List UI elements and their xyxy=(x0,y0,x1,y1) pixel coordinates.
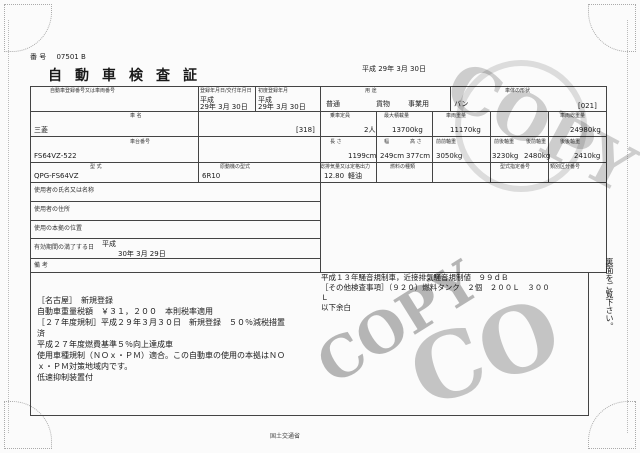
label-width: 幅 xyxy=(384,139,390,145)
label-max-load: 最大積載量 xyxy=(384,113,410,119)
reg-date-era: 平成 xyxy=(200,96,214,104)
label-usage: 用 途 xyxy=(365,88,377,94)
rear-rear-axle-value: 2410kg xyxy=(574,152,601,160)
label-front-front-axle: 前前軸重 xyxy=(436,139,457,145)
label-length: 長 さ xyxy=(330,139,342,145)
label-reg-date: 登録年月日/交付年月日 xyxy=(200,88,252,94)
remark-line: ｘ・ＰＭ対策地域内です。 xyxy=(37,362,133,371)
label-remarks: 備 考 xyxy=(34,262,48,269)
seal-stamp xyxy=(455,60,587,192)
remark-line: 平成１３年騒音規制車，近接排気騒音規制値 ９９ｄＢ xyxy=(321,273,509,282)
max-load-value: 13700kg xyxy=(392,126,423,134)
see-reverse-note: 裏面をご覧下さい。 xyxy=(605,258,614,330)
capacity-value: 2人 xyxy=(364,126,376,134)
label-chassis: 車台番号 xyxy=(130,139,151,145)
label-reg-number: 自動車登録番号又は車両番号 xyxy=(50,88,116,94)
remark-line: ［名古屋］ 新規登録 xyxy=(37,296,113,305)
label-first-reg: 初度登録年月 xyxy=(258,88,289,94)
label-model: 型 式 xyxy=(90,164,102,170)
issue-date: 平成 29年 3月 30日 xyxy=(362,65,426,73)
body-shape-code: [021] xyxy=(578,102,597,110)
remark-line: Ｌ xyxy=(321,293,329,302)
label-owner-name: 使用者の氏名又は名称 xyxy=(34,187,95,194)
front-front-axle-value: 3050kg xyxy=(436,152,463,160)
remark-line: 以下余白 xyxy=(321,303,351,312)
remark-line: ［２７年度規制］平成２９年３月３０日 新規登録 ５０％減税措置 xyxy=(37,318,285,327)
model-value: QPG-FS64VZ xyxy=(34,172,79,180)
label-fuel: 燃料の種類 xyxy=(390,164,416,170)
maker-code: [318] xyxy=(296,126,315,134)
label-owner-address: 使用者の住所 xyxy=(34,206,71,213)
maker-value: 三菱 xyxy=(34,126,48,134)
remark-line: 済 xyxy=(37,329,45,338)
remark-line: 自動車重量税額 ￥３１，２００ 本則税率適用 xyxy=(37,307,213,316)
expiry-era: 平成 xyxy=(102,240,116,248)
usage-value: 貨物 xyxy=(376,100,390,108)
label-height: 高 さ xyxy=(410,139,422,145)
remark-line: 平成２７年度燃費基準５％向上達成車 xyxy=(37,340,173,349)
label-capacity: 乗車定員 xyxy=(330,113,351,119)
side-border xyxy=(627,20,632,433)
label-maker: 車 名 xyxy=(130,113,142,119)
label-expiry: 有効期間の満了する日 xyxy=(34,244,95,251)
business-value: 事業用 xyxy=(408,100,429,108)
length-value: 1199cm xyxy=(348,152,377,160)
displacement-value: 12.80 xyxy=(324,172,345,180)
chassis-value: FS64VZ-522 xyxy=(34,152,77,160)
issuer-footer: 国土交通省 xyxy=(270,433,301,440)
vehicle-kind: 普通 xyxy=(326,100,340,108)
label-engine: 原動機の型式 xyxy=(220,164,251,170)
remarks-box: ［名古屋］ 新規登録 自動車重量税額 ￥３１，２００ 本則税率適用 ［２７年度規… xyxy=(30,272,589,416)
remarks-right: 平成１３年騒音規制車，近接排気騒音規制値 ９９ｄＢ ［その他検査事項］（９２０）… xyxy=(321,273,550,313)
first-reg-value: 29年 3月 30日 xyxy=(258,103,306,111)
label-base-location: 使用の本拠の位置 xyxy=(34,225,83,232)
remarks-left: ［名古屋］ 新規登録 自動車重量税額 ￥３１，２００ 本則税率適用 ［２７年度規… xyxy=(37,295,285,383)
serial-label: 番 号 xyxy=(30,53,47,61)
remark-line: ［その他検査事項］（９２０）燃料タンク ２個 ２００Ｌ ３００ xyxy=(321,283,550,292)
engine-value: 6R10 xyxy=(202,172,221,180)
document-title: 自動車検査証 xyxy=(48,68,210,84)
expiry-date: 30年 3月 29日 xyxy=(118,250,166,258)
serial-number: 番 号 07501 B xyxy=(30,52,86,62)
first-reg-era: 平成 xyxy=(258,96,272,104)
reg-date-value: 29年 3月 30日 xyxy=(200,103,248,111)
fuel-value: 軽油 xyxy=(348,172,362,180)
remark-line: 使用車種規制（ＮＯｘ・ＰＭ）適合。この自動車の使用の本拠はＮＯ xyxy=(37,351,285,360)
height-value: 377cm xyxy=(406,152,431,160)
side-border xyxy=(8,20,13,433)
remark-line: 低速抑制装置付 xyxy=(37,373,93,382)
label-displacement: 総排気量又は定格出力 xyxy=(320,164,371,170)
serial-value: 07501 B xyxy=(56,53,86,61)
width-value: 249cm xyxy=(380,152,405,160)
